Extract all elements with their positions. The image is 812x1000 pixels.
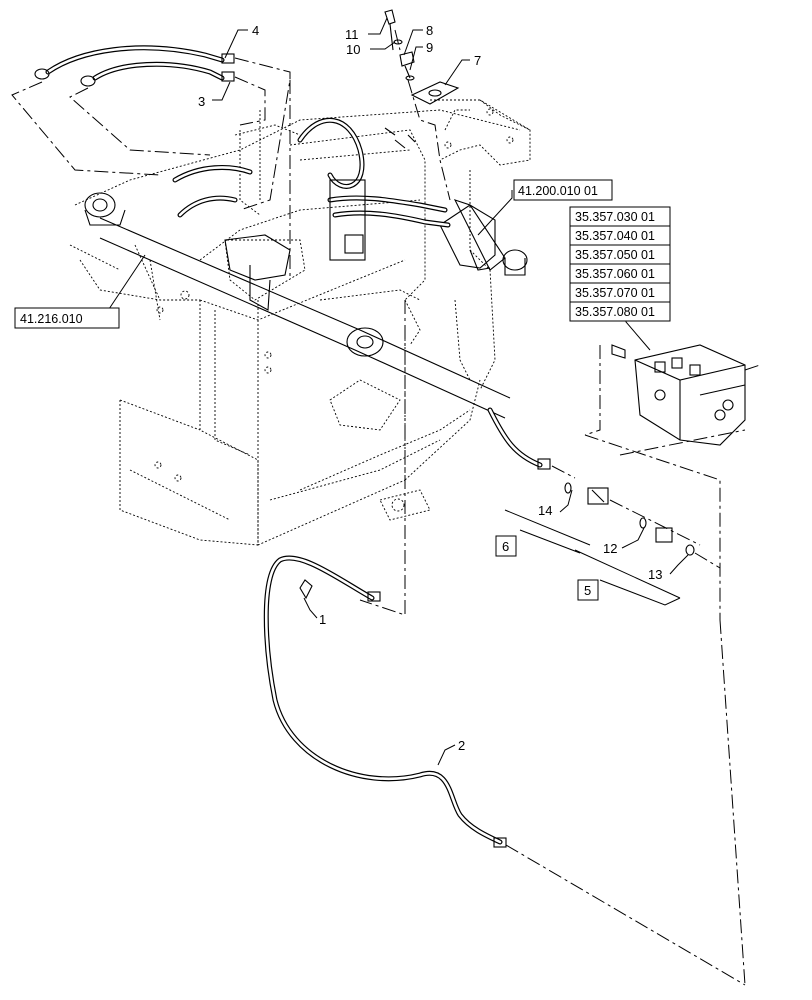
ref-valve-0: 35.357.030 01 (575, 210, 655, 224)
callout-12: 12 (603, 541, 617, 556)
hose-pair-top (11, 45, 291, 211)
callout-labels: 4 3 11 10 8 9 7 14 12 13 1 2 (198, 23, 662, 753)
callout-3: 3 (198, 94, 205, 109)
callout-2: 2 (458, 738, 465, 753)
callout-4: 4 (252, 23, 259, 38)
steering-cylinder (453, 199, 506, 271)
callout-7: 7 (474, 53, 481, 68)
valve-block (584, 344, 761, 620)
ref-valve-1: 35.357.040 01 (575, 229, 655, 243)
callout-9: 9 (426, 40, 433, 55)
callout-14: 14 (538, 503, 552, 518)
ref-valve-2: 35.357.050 01 (575, 248, 655, 262)
reference-brackets (504, 509, 681, 606)
ref-valve-3: 35.357.060 01 (575, 267, 655, 281)
ref-steering-box (513, 179, 613, 201)
ref-valve-4: 35.357.070 01 (575, 286, 655, 300)
ref-axle: 41.216.010 (20, 312, 83, 326)
reference-boxes: 41.216.010 41.200.010 01 35.357.030 01 3… (14, 179, 671, 329)
ref-valve-box-5 (569, 301, 671, 322)
ref-valve-5: 35.357.080 01 (575, 305, 655, 319)
callout-13: 13 (648, 567, 662, 582)
center-hoses (172, 117, 451, 261)
lower-hose (263, 555, 746, 986)
callout-8: 8 (426, 23, 433, 38)
centerlines (289, 80, 406, 616)
frame-ghost (69, 99, 531, 546)
callout-5: 5 (584, 583, 591, 598)
boxed-callouts: 6 5 (495, 535, 599, 601)
axle-assembly (84, 192, 528, 419)
callout-5-box (577, 579, 599, 601)
callout-1: 1 (319, 612, 326, 627)
top-fittings (384, 9, 460, 201)
ref-axle-box (14, 307, 120, 329)
leaders (102, 17, 689, 766)
callout-6-box (495, 535, 517, 557)
callout-10: 10 (346, 42, 360, 57)
ref-steering: 41.200.010 01 (518, 184, 598, 198)
callout-6: 6 (502, 539, 509, 554)
pressure-tube (487, 407, 721, 569)
callout-11: 11 (345, 27, 359, 42)
